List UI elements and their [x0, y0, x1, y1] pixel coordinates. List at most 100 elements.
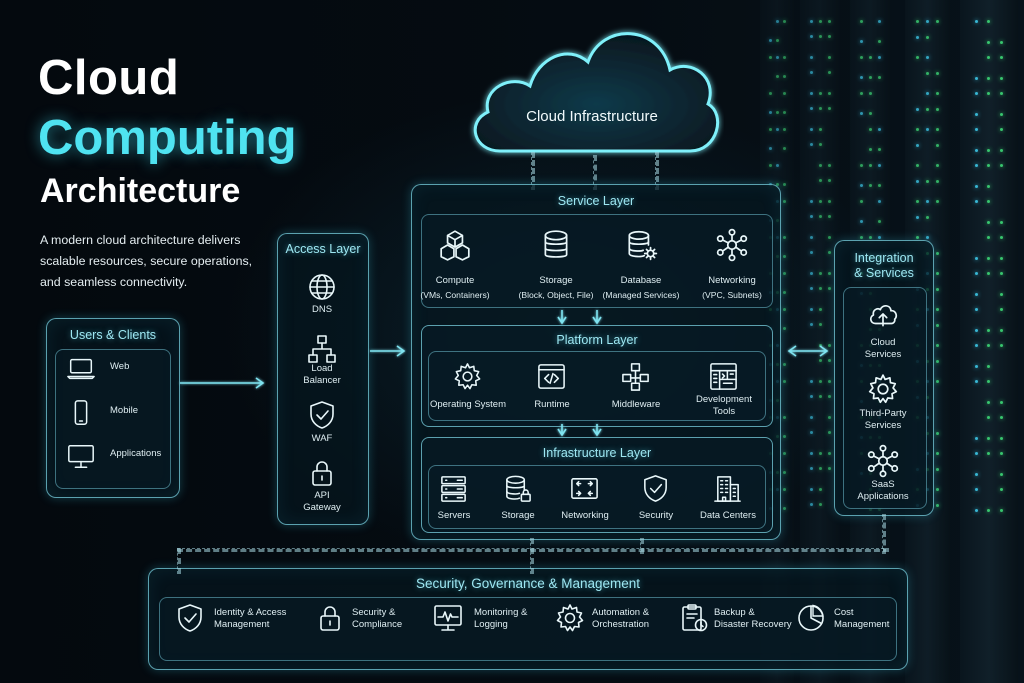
rack-led [768, 39, 772, 42]
cloud-upload-icon [866, 298, 900, 332]
platform-item-label: Runtime [534, 399, 570, 410]
rack-led [783, 416, 787, 419]
rack-led [936, 180, 940, 183]
gear-icon [452, 361, 483, 392]
gear-icon [554, 602, 586, 634]
rack-led [926, 200, 930, 203]
rack-led [860, 112, 863, 115]
rack-led [877, 148, 881, 151]
rack-led [916, 56, 920, 59]
service-item-label: Storage [539, 275, 573, 286]
rack-led [783, 363, 787, 366]
rack-led [987, 401, 991, 404]
rack-led [868, 148, 872, 151]
rack-led [974, 308, 978, 311]
rack-led [860, 184, 863, 187]
building-icon [712, 473, 743, 504]
rack-led [974, 128, 978, 131]
description: A modern cloud architecture delivers sca… [40, 233, 253, 289]
rack-led [818, 287, 822, 290]
rack-led [810, 35, 813, 38]
rack-led [936, 108, 940, 111]
rack-led [916, 200, 920, 203]
rack-led [810, 287, 813, 290]
infrastructure-item-label: Storage [501, 510, 535, 521]
rack-led [868, 164, 872, 167]
rack-led [1000, 308, 1004, 311]
users-clients-title: Users & Clients [69, 328, 157, 342]
pie-chart-icon [795, 602, 827, 634]
rack-led [868, 112, 872, 115]
rack-led [1000, 401, 1004, 404]
rack-led [974, 365, 978, 368]
rack-led [783, 92, 787, 95]
governance-link [882, 514, 886, 554]
rack-led [827, 395, 831, 398]
rack-led [987, 41, 991, 44]
rack-led [827, 344, 831, 347]
platform-item-label: Development Tools [696, 394, 752, 417]
rack-led [987, 365, 991, 368]
rack-led [974, 473, 978, 476]
rack-led [974, 437, 978, 440]
cloud-shape [473, 32, 720, 153]
service-item-sublabel: (VPC, Subnets) [702, 290, 762, 300]
rack-led [810, 215, 813, 218]
rack-led [818, 92, 822, 95]
rack-led [1000, 488, 1004, 491]
rack-led [916, 216, 920, 219]
rack-led [987, 236, 991, 239]
rack-led [926, 180, 930, 183]
stack-integration-arrow [787, 345, 829, 357]
governance-item-label: Identity & Access Management [214, 607, 287, 630]
rack-led [1000, 113, 1004, 116]
rack-led [783, 128, 787, 131]
rack-led [1000, 236, 1004, 239]
rack-led [775, 20, 779, 23]
code-window-icon [536, 361, 567, 392]
rack-led [860, 20, 863, 23]
rack-led [936, 380, 940, 383]
rack-led [987, 452, 991, 455]
rack-led [1000, 452, 1004, 455]
platform-layer-title: Platform Layer [556, 333, 638, 347]
integration-item-label: Third-Party Services [859, 408, 907, 431]
rack-led [868, 76, 872, 79]
rack-led [926, 56, 930, 59]
rack-led [818, 200, 822, 203]
rack-led [810, 452, 813, 455]
governance-link [177, 548, 181, 574]
rack-led [877, 20, 881, 23]
infrastructure-item-label: Servers [437, 510, 471, 521]
rack-led [987, 164, 991, 167]
rack-led [810, 488, 813, 491]
globe-icon [306, 271, 338, 303]
database-gear-icon [624, 228, 658, 262]
service-layer-box [421, 214, 773, 308]
rack-led [987, 509, 991, 512]
rack-led [783, 308, 787, 311]
rack-led [860, 76, 863, 79]
rack-led [775, 111, 779, 114]
lock-icon [314, 602, 346, 634]
rack-led [810, 107, 813, 110]
middleware-tree-icon [620, 361, 651, 392]
rack-led [987, 149, 991, 152]
rack-led [987, 185, 991, 188]
rack-led [810, 380, 813, 383]
rack-led [974, 257, 978, 260]
service-layer-title: Service Layer [557, 194, 635, 208]
rack-led [936, 308, 940, 311]
title-line-1: Cloud [38, 51, 180, 105]
service-item-label: Compute [435, 275, 475, 286]
rack-led [974, 509, 978, 512]
rack-led [974, 200, 978, 203]
governance-item-label: Automation & Orchestration [592, 607, 650, 630]
rack-led [818, 107, 822, 110]
rack-led [877, 128, 881, 131]
rack-led [987, 20, 991, 23]
rack-led [936, 200, 940, 203]
rack-led [768, 128, 772, 131]
rack-led [768, 147, 772, 150]
rack-led [783, 507, 787, 510]
